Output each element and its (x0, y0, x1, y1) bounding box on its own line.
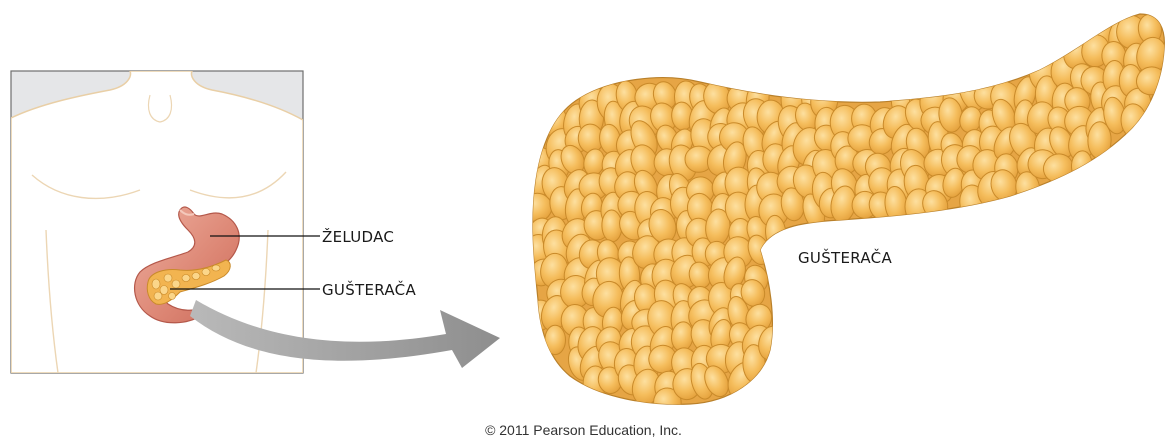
copyright-notice: © 2011 Pearson Education, Inc. (0, 422, 1167, 438)
pancreas-large-illustration (521, 13, 1167, 419)
pancreas-lobule (545, 325, 566, 355)
body-silhouette (11, 71, 303, 373)
pancreas-label-large: GUŠTERAČA (798, 249, 892, 267)
pancreas-label-small: GUŠTERAČA (322, 281, 416, 299)
pancreas-lobules (521, 13, 1167, 419)
stomach-label: ŽELUDAC (322, 228, 394, 246)
torso-panel (11, 71, 303, 373)
